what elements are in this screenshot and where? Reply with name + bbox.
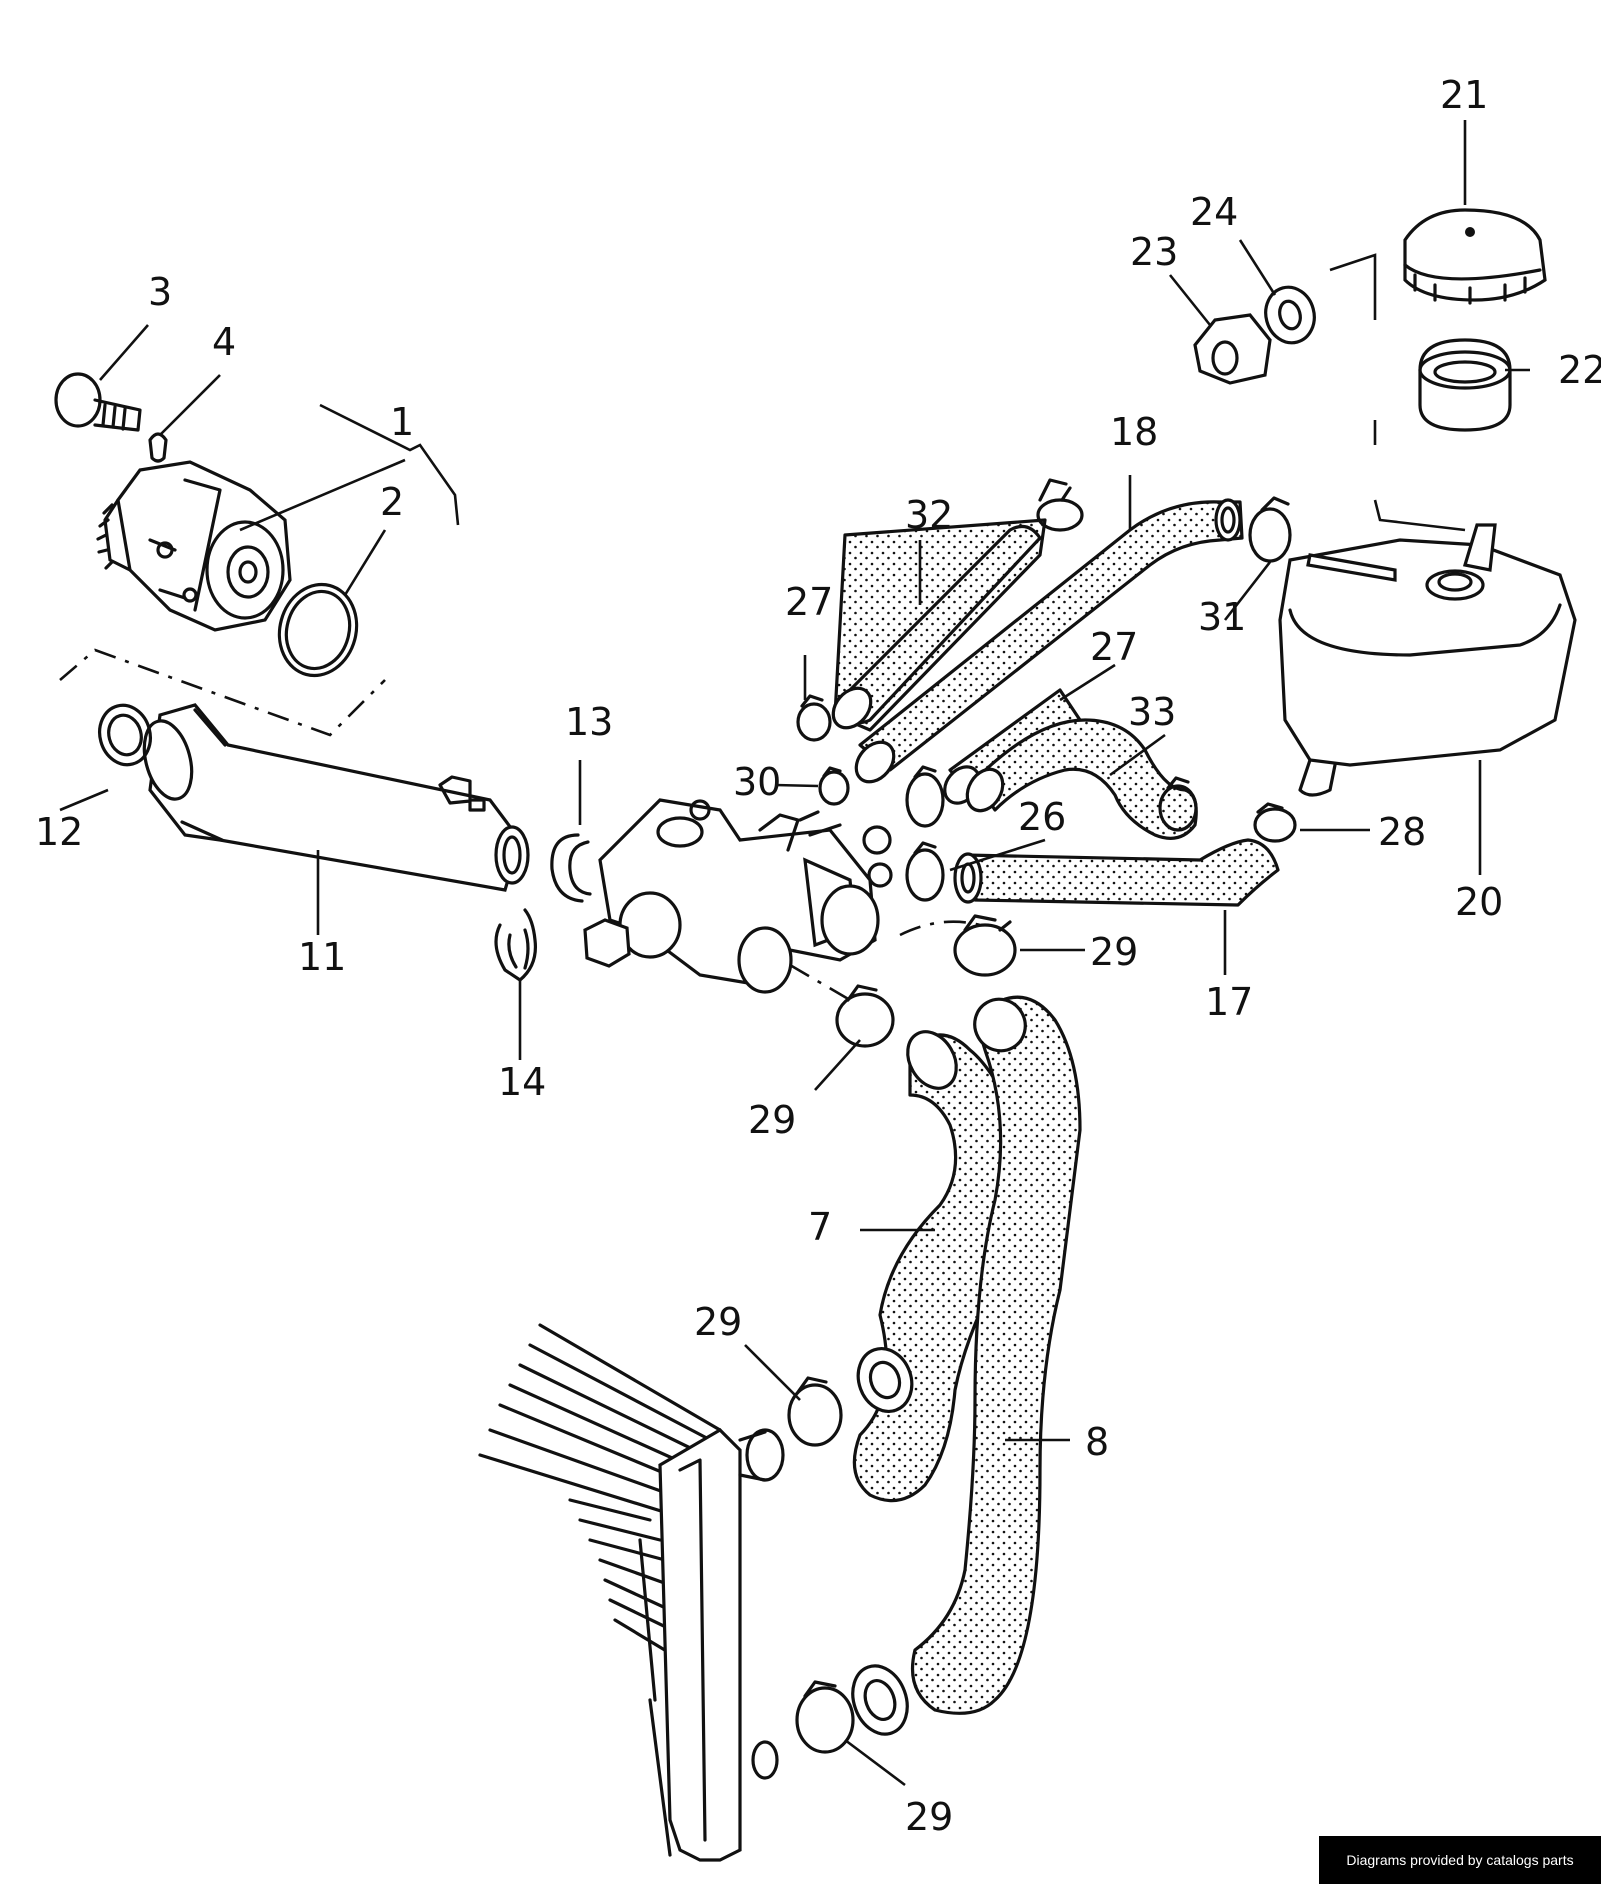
hose-clamp-28 xyxy=(1253,802,1297,843)
hose-8 xyxy=(851,995,1082,1736)
callout-7: 7 xyxy=(808,1205,832,1249)
tank-cap-link xyxy=(1329,253,1466,532)
callout-29c: 29 xyxy=(694,1300,742,1344)
callout-12: 12 xyxy=(35,810,83,854)
hose-33 xyxy=(965,718,1198,840)
housing-link-dash-2 xyxy=(789,963,851,1002)
radiator xyxy=(478,1323,785,1862)
expansion-tank xyxy=(1278,523,1577,797)
callout-29d: 29 xyxy=(905,1795,953,1839)
hose-32 xyxy=(831,518,1047,732)
callout-13: 13 xyxy=(565,700,613,744)
callout-23: 23 xyxy=(1130,230,1178,274)
pump-bracket-line xyxy=(59,648,386,737)
hex-nut xyxy=(1193,313,1272,385)
callout-20: 20 xyxy=(1455,880,1503,924)
clip-small xyxy=(148,432,168,463)
credit-banner: Diagrams provided by catalogs parts xyxy=(1319,1836,1601,1884)
callout-29a: 29 xyxy=(1090,930,1138,974)
hose-clamp-29-left xyxy=(835,984,895,1048)
callout-24: 24 xyxy=(1190,190,1238,234)
callout-18: 18 xyxy=(1110,410,1158,454)
thermostat-housing xyxy=(583,798,893,994)
o-ring-seal xyxy=(98,703,152,767)
callout-22: 22 xyxy=(1558,348,1601,392)
callout-27b: 27 xyxy=(1090,625,1138,669)
hose-clamp-27-mid xyxy=(905,765,945,828)
hose-clamp-26 xyxy=(905,841,945,902)
callout-3: 3 xyxy=(148,270,172,314)
hose-clamp-30 xyxy=(818,766,850,806)
leader-lines xyxy=(59,120,1530,1787)
cap-seal-ring xyxy=(1418,338,1512,432)
washer xyxy=(1264,285,1316,345)
bolt xyxy=(54,372,142,432)
callout-4: 4 xyxy=(212,320,236,364)
callout-26: 26 xyxy=(1018,795,1066,839)
callout-33: 33 xyxy=(1128,690,1176,734)
hose-clamp-29-right xyxy=(953,914,1017,977)
filler-cap xyxy=(1403,208,1547,305)
callout-8: 8 xyxy=(1085,1420,1109,1464)
callout-28: 28 xyxy=(1378,810,1426,854)
retaining-clip xyxy=(494,908,538,982)
hose-clamp-31 xyxy=(1248,496,1292,563)
callout-14: 14 xyxy=(498,1060,546,1104)
callout-30: 30 xyxy=(733,760,781,804)
hose-18 xyxy=(854,498,1244,784)
coolant-pipe xyxy=(142,703,530,892)
hose-clamp-29-lower xyxy=(787,1376,843,1447)
pump-gasket xyxy=(277,582,359,678)
callout-21: 21 xyxy=(1440,73,1488,117)
hose-clamp-top xyxy=(1036,478,1084,532)
callout-2: 2 xyxy=(380,480,404,524)
water-pump xyxy=(96,460,292,632)
hose-clamp-27-top xyxy=(796,694,832,742)
hose-7 xyxy=(852,1030,1028,1503)
callout-29b: 29 xyxy=(748,1098,796,1142)
callout-27a: 27 xyxy=(785,580,833,624)
group-bracket-1 xyxy=(319,403,460,526)
callout-31: 31 xyxy=(1198,595,1246,639)
housing-link-dash-1 xyxy=(899,920,981,937)
circlip xyxy=(550,833,592,903)
hose-clamp-33-end xyxy=(1158,776,1198,832)
callout-17: 17 xyxy=(1205,980,1253,1024)
callout-1: 1 xyxy=(390,400,414,444)
hose-17 xyxy=(953,838,1280,907)
hose-clamp-29-bottom xyxy=(795,1680,855,1754)
callout-11: 11 xyxy=(298,935,346,979)
callout-32: 32 xyxy=(905,493,953,537)
